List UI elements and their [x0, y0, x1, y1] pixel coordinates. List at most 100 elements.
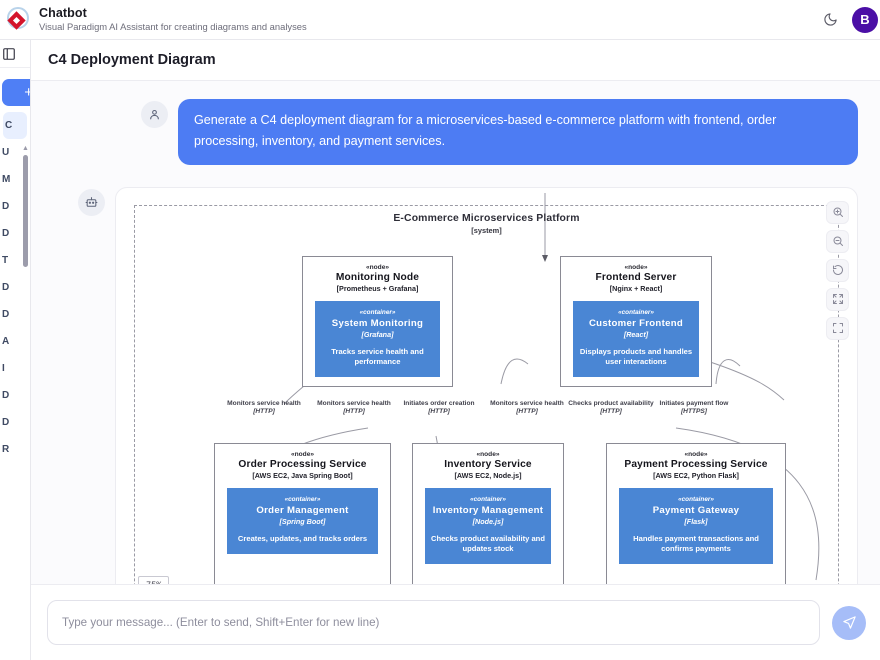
- sidebar-scroll-thumb[interactable]: [23, 155, 28, 267]
- sidebar-item-0[interactable]: C: [3, 112, 27, 139]
- node-payment-processing[interactable]: «node» Payment Processing Service [AWS E…: [606, 442, 786, 584]
- top-bar: Chatbot Visual Paradigm AI Assistant for…: [0, 0, 880, 40]
- robot-icon: [78, 188, 105, 216]
- sidebar-item-8[interactable]: A: [2, 336, 10, 347]
- container-inventory-management[interactable]: «container» Inventory Management [Node.j…: [425, 487, 551, 565]
- node-monitoring[interactable]: «node» Monitoring Node [Prometheus + Gra…: [302, 255, 453, 387]
- container-system-monitoring[interactable]: «container» System Monitoring [Grafana] …: [315, 300, 440, 378]
- edge-label-initiates-order: Initiates order creation[HTTP]: [403, 399, 475, 416]
- node-stereotype: «node»: [624, 263, 648, 271]
- chat-area: Generate a C4 deployment diagram for a m…: [31, 81, 880, 584]
- container-name: Order Management: [256, 504, 349, 516]
- zoom-level-badge: 75%: [138, 575, 170, 584]
- container-payment-gateway[interactable]: «container» Payment Gateway [Flask] Hand…: [619, 487, 773, 565]
- system-boundary-title: E-Commerce Microservices Platform: [393, 212, 580, 224]
- main-header: C4 Deployment Diagram: [31, 40, 880, 81]
- edge-label-monitors-payment: Monitors service health[HTTP]: [490, 399, 564, 416]
- sidebar-item-6[interactable]: D: [2, 282, 10, 293]
- zoom-in-icon[interactable]: [826, 200, 849, 224]
- sidebar-toggle-row: [0, 40, 30, 68]
- composer: [31, 584, 880, 660]
- sidebar-item-11[interactable]: D: [2, 417, 10, 428]
- diagram-canvas[interactable]: E-Commerce Microservices Platform [syste…: [116, 188, 857, 584]
- diagram-card[interactable]: E-Commerce Microservices Platform [syste…: [115, 186, 858, 584]
- caret-up-icon[interactable]: ▲: [22, 145, 29, 152]
- fullscreen-icon[interactable]: [826, 316, 849, 340]
- edge-label-initiates-payment: Initiates payment flow[HTTPS]: [659, 399, 729, 416]
- brand-text: Chatbot Visual Paradigm AI Assistant for…: [39, 6, 307, 32]
- container-description: Tracks service health and performance: [331, 346, 424, 366]
- diagram-toolbar: [826, 200, 849, 340]
- sidebar-item-3[interactable]: D: [2, 201, 10, 212]
- sidebar-item-10[interactable]: D: [2, 390, 10, 401]
- sidebar-item-4[interactable]: D: [2, 228, 10, 239]
- container-customer-frontend[interactable]: «container» Customer Frontend [React] Di…: [573, 300, 699, 378]
- container-tech: [Spring Boot]: [279, 516, 326, 526]
- sidebar-item-12[interactable]: R: [2, 444, 10, 455]
- app-title: Chatbot: [39, 6, 87, 21]
- avatar[interactable]: B: [852, 6, 878, 33]
- moon-icon[interactable]: [820, 10, 840, 30]
- container-description: Displays products and handles user inter…: [579, 346, 693, 366]
- container-stereotype: «container»: [359, 308, 396, 316]
- send-icon[interactable]: [832, 605, 866, 640]
- node-stereotype: «node»: [290, 450, 315, 458]
- sidebar-item-2[interactable]: M: [2, 174, 11, 185]
- fit-screen-icon[interactable]: [826, 287, 849, 311]
- sidebar-item-7[interactable]: D: [2, 309, 10, 320]
- container-name: Inventory Management: [432, 504, 544, 516]
- container-stereotype: «container»: [470, 495, 506, 503]
- container-tech: [Flask]: [684, 516, 708, 526]
- top-bar-actions: B: [820, 6, 880, 33]
- edge-label-monitors-order: Monitors service health[HTTP]: [227, 399, 301, 416]
- container-stereotype: «container»: [618, 308, 654, 316]
- edge-label-checks-product: Checks product availability[HTTP]: [568, 399, 654, 416]
- node-stereotype: «node»: [476, 450, 500, 458]
- container-name: Customer Frontend: [588, 317, 684, 329]
- container-tech: [Grafana]: [361, 329, 394, 339]
- container-tech: [Node.js]: [472, 516, 504, 526]
- container-description: Checks product availability and updates …: [431, 533, 545, 553]
- sidebar-scrollbar[interactable]: ▲ ▼: [22, 145, 29, 660]
- zoom-out-icon[interactable]: [826, 229, 849, 253]
- sidebar-item-9[interactable]: I: [2, 363, 5, 374]
- node-tech: [Prometheus + Grafana]: [336, 283, 419, 293]
- message-input[interactable]: [47, 600, 820, 645]
- node-frontend[interactable]: «node» Frontend Server [Nginx + React] «…: [560, 255, 712, 387]
- node-tech: [AWS EC2, Node.js]: [454, 470, 522, 480]
- sidebar-item-1[interactable]: U: [2, 147, 10, 158]
- node-stereotype: «node»: [365, 263, 390, 271]
- panel-toggle-icon[interactable]: [2, 47, 16, 61]
- container-stereotype: «container»: [284, 495, 321, 503]
- container-name: System Monitoring: [331, 317, 424, 329]
- user-message-text: Generate a C4 deployment diagram for a m…: [178, 99, 858, 165]
- page-title: C4 Deployment Diagram: [48, 52, 216, 68]
- sidebar: + CU M D D T D D A I D D R ▲ ▼: [0, 40, 31, 660]
- user-message: Generate a C4 deployment diagram for a m…: [141, 99, 858, 165]
- user-icon: [141, 101, 168, 128]
- node-tech: [AWS EC2, Java Spring Boot]: [252, 470, 353, 480]
- system-boundary-stereotype: [system]: [471, 225, 502, 235]
- node-tech: [Nginx + React]: [609, 283, 663, 293]
- node-tech: [AWS EC2, Python Flask]: [653, 470, 739, 480]
- bot-message: E-Commerce Microservices Platform [syste…: [78, 186, 858, 584]
- new-chat-button[interactable]: +: [2, 79, 30, 106]
- node-name: Order Processing Service: [238, 458, 367, 470]
- node-stereotype: «node»: [684, 450, 708, 458]
- reset-view-icon[interactable]: [826, 258, 849, 282]
- node-name: Monitoring Node: [335, 271, 420, 283]
- container-description: Handles payment transactions and confirm…: [633, 533, 759, 553]
- system-boundary: [134, 204, 839, 584]
- edge-label-monitors-inventory: Monitors service health[HTTP]: [317, 399, 391, 416]
- node-order-processing[interactable]: «node» Order Processing Service [AWS EC2…: [214, 442, 391, 584]
- container-order-management[interactable]: «container» Order Management [Spring Boo…: [227, 487, 378, 554]
- container-stereotype: «container»: [678, 495, 714, 503]
- container-name: Payment Gateway: [652, 504, 740, 516]
- sidebar-item-5[interactable]: T: [2, 255, 9, 266]
- node-name: Frontend Server: [595, 271, 677, 283]
- app-subtitle: Visual Paradigm AI Assistant for creatin…: [39, 20, 307, 32]
- node-inventory[interactable]: «node» Inventory Service [AWS EC2, Node.…: [412, 442, 564, 584]
- container-description: Creates, updates, and tracks orders: [237, 533, 368, 543]
- node-name: Payment Processing Service: [624, 458, 768, 470]
